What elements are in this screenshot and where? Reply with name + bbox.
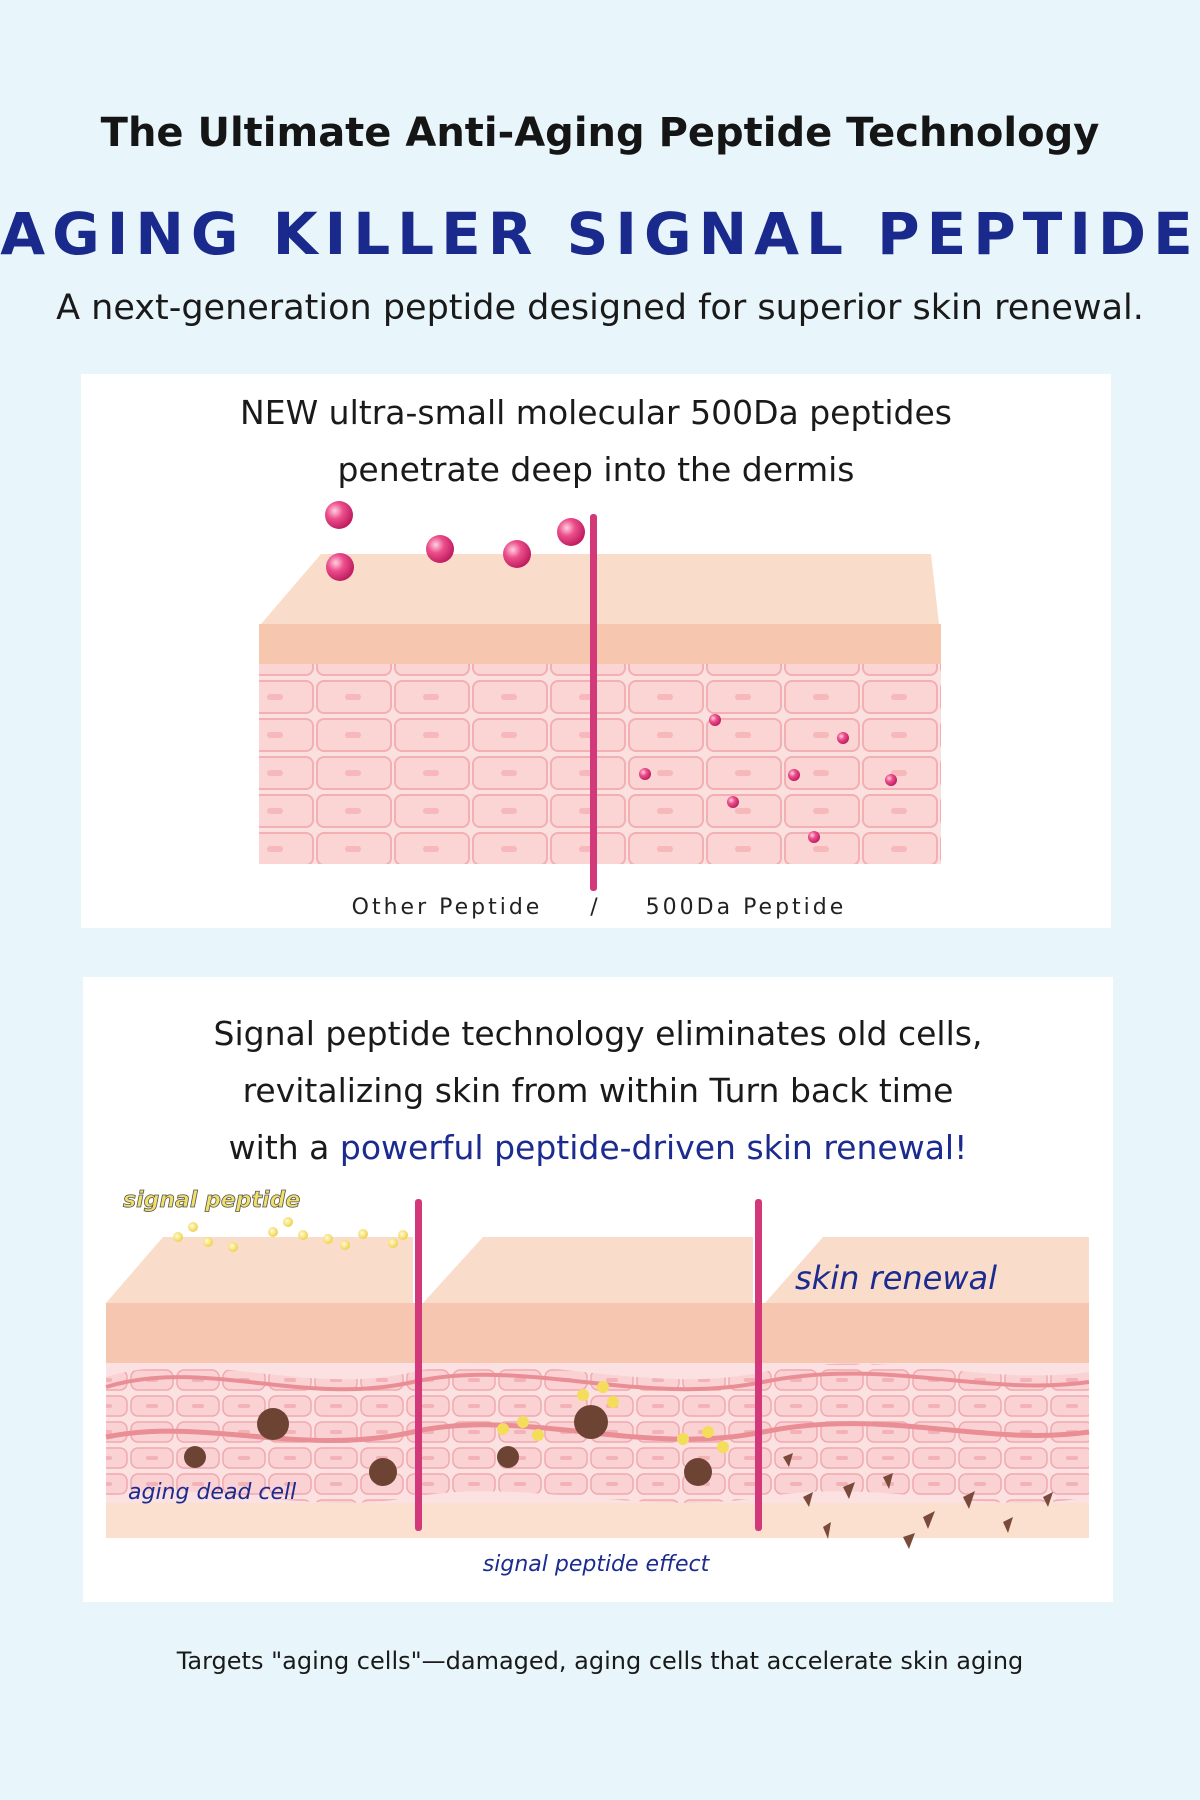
skin-penetration-diagram: Other Peptide / 500Da Peptide bbox=[259, 501, 941, 920]
caption-line: NEW ultra-small molecular 500Da peptides bbox=[240, 393, 952, 432]
caption-accent-text: powerful peptide-driven skin renewal! bbox=[339, 1128, 968, 1167]
large-peptide-bead bbox=[325, 501, 353, 529]
caption-line: penetrate deep into the dermis bbox=[337, 450, 855, 489]
large-peptide-bead bbox=[326, 553, 354, 581]
small-peptide-dot bbox=[808, 831, 820, 843]
kicker-heading: The Ultimate Anti-Aging Peptide Technolo… bbox=[100, 110, 1100, 156]
penetration-caption: NEW ultra-small molecular 500Da peptides… bbox=[81, 384, 1111, 498]
renewal-caption: Signal peptide technology eliminates old… bbox=[83, 1005, 1113, 1176]
caption-line: Signal peptide technology eliminates old… bbox=[213, 1014, 983, 1053]
skin-surface bbox=[261, 554, 939, 624]
page-title: AGING KILLER SIGNAL PEPTIDE bbox=[0, 200, 1200, 268]
penetration-panel: Other Peptide / 500Da Peptide NEW ultra-… bbox=[81, 374, 1111, 928]
label-separator: / bbox=[590, 895, 598, 920]
caption-plain-text: with a bbox=[228, 1128, 340, 1167]
signal-peptide-label: signal peptide bbox=[123, 1188, 300, 1213]
page-subtitle: A next-generation peptide designed for s… bbox=[56, 288, 1144, 328]
caption-line: with a powerful peptide-driven skin rene… bbox=[83, 1119, 1113, 1176]
divider-line bbox=[755, 1199, 762, 1531]
large-peptide-bead bbox=[557, 518, 585, 546]
small-peptide-dot bbox=[837, 732, 849, 744]
small-peptide-dot bbox=[885, 774, 897, 786]
large-peptide-bead bbox=[503, 540, 531, 568]
signal-peptide-cluster bbox=[173, 1217, 408, 1252]
divider-line bbox=[415, 1199, 422, 1531]
divider-line bbox=[590, 514, 597, 891]
skin-renewal-diagram: signal peptide skin renewal aging dead c… bbox=[105, 1188, 1090, 1577]
small-peptide-dot bbox=[639, 768, 651, 780]
signal-effect-label: signal peptide effect bbox=[483, 1552, 711, 1577]
small-peptide-dot bbox=[727, 796, 739, 808]
large-peptide-bead bbox=[426, 535, 454, 563]
footer-note: Targets "aging cells"—damaged, aging cel… bbox=[176, 1647, 1024, 1675]
signal-peptide-action bbox=[497, 1381, 729, 1453]
skin-renewal-label: skin renewal bbox=[795, 1259, 997, 1297]
renewal-panel: signal peptide skin renewal aging dead c… bbox=[83, 977, 1113, 1602]
epidermis-layer bbox=[106, 1303, 1089, 1363]
aging-dead-cell-cluster bbox=[184, 1405, 712, 1486]
cell-debris bbox=[783, 1453, 1053, 1549]
epidermis-layer bbox=[259, 624, 941, 664]
caption-line: revitalizing skin from within Turn back … bbox=[242, 1071, 954, 1110]
small-peptide-dot bbox=[709, 714, 721, 726]
aging-dead-cell-label: aging dead cell bbox=[128, 1480, 296, 1505]
other-peptide-label: Other Peptide bbox=[352, 895, 543, 920]
small-peptide-dot bbox=[788, 769, 800, 781]
500da-peptide-label: 500Da Peptide bbox=[646, 895, 847, 920]
